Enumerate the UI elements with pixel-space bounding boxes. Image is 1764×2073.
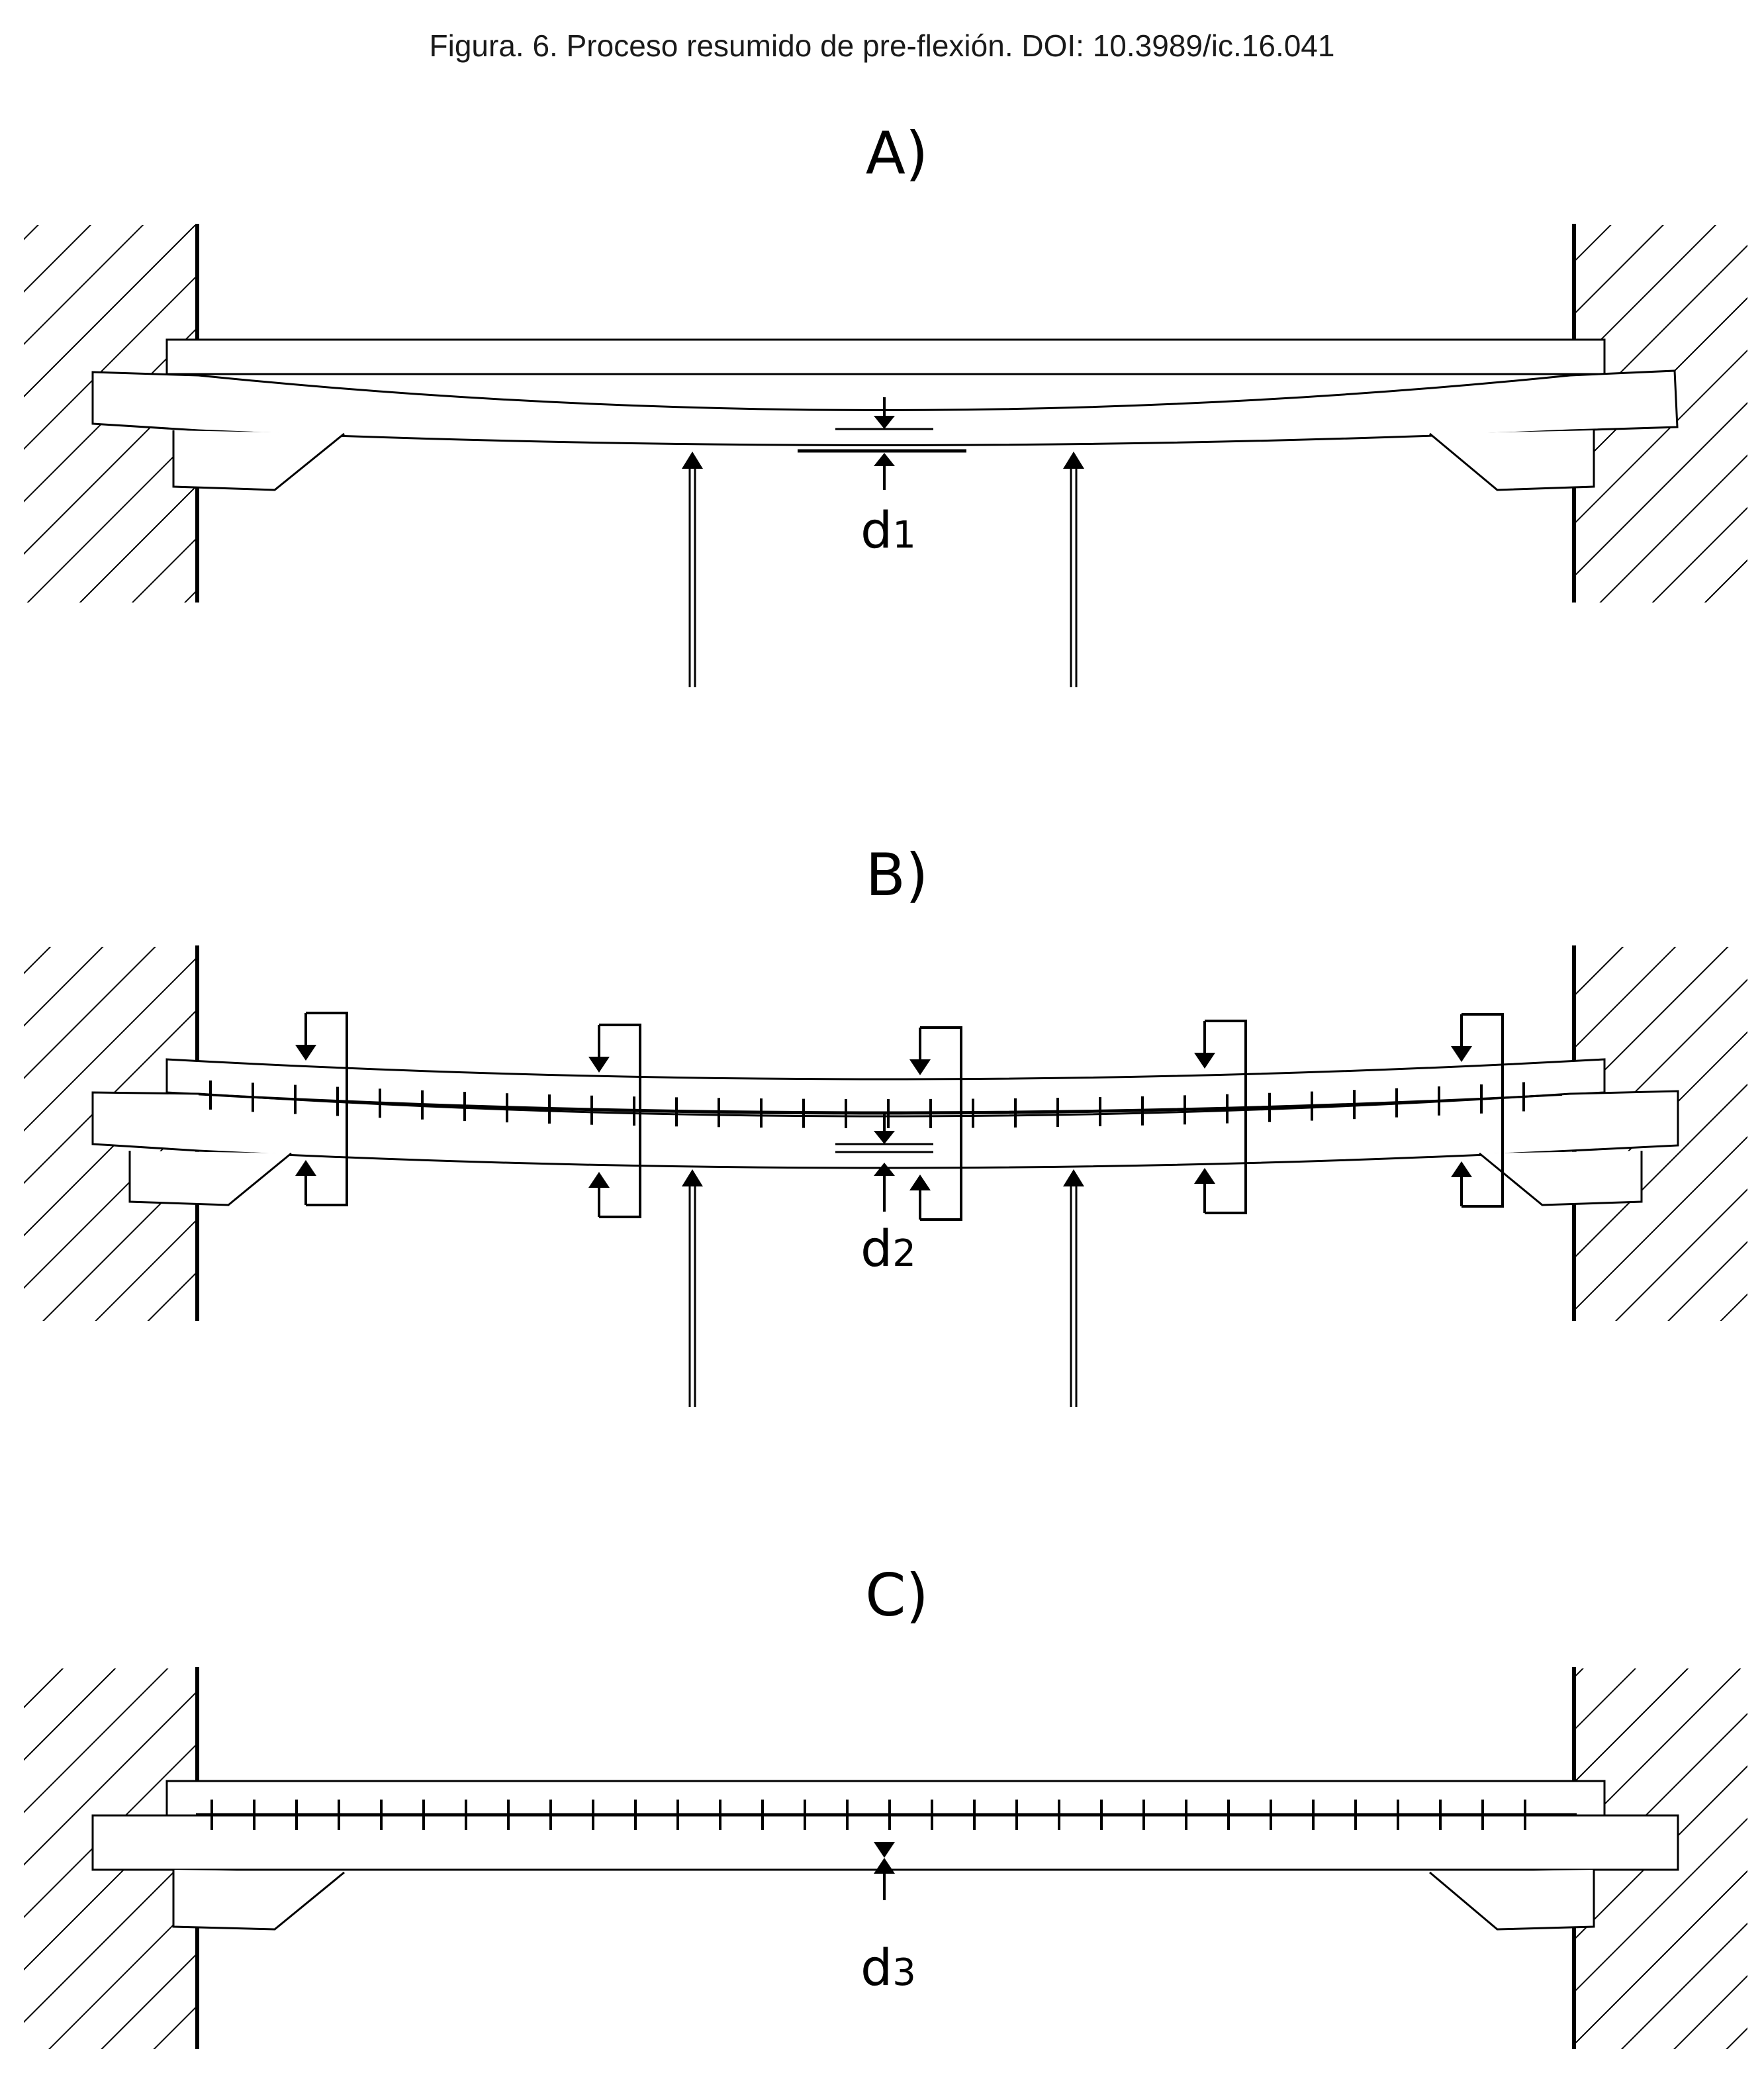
deflection-label-d2: d2 — [860, 1219, 916, 1278]
deflection-arrows-b — [874, 1112, 895, 1212]
right-bracket-b — [1479, 1151, 1643, 1206]
clamp — [588, 1024, 641, 1218]
steel-beam-a — [165, 338, 1606, 375]
deflection-label-d3: d3 — [860, 1938, 916, 1997]
clamp — [909, 1026, 962, 1221]
load-arrow-right-a — [1063, 452, 1084, 687]
left-bracket-b — [128, 1151, 292, 1206]
load-arrow-right-b — [1063, 1169, 1084, 1407]
connector-line-b — [198, 1093, 1563, 1115]
shear-connectors-c — [210, 1800, 1526, 1830]
panel-c-label: C) — [865, 1561, 929, 1629]
deflection-arrows-a — [874, 397, 895, 490]
clamp — [295, 1012, 348, 1206]
curved-beam-a — [91, 369, 1679, 446]
left-bracket-c — [172, 1870, 345, 1931]
panel-c: C) d3 — [24, 1561, 1747, 2049]
steel-beam-c — [165, 1780, 1606, 1817]
deflection-label-d1: d1 — [860, 501, 916, 559]
clamp — [1451, 1013, 1504, 1208]
shear-connectors-b — [198, 1080, 1563, 1128]
load-arrow-left-b — [682, 1169, 703, 1407]
load-arrow-left-a — [682, 452, 703, 687]
clamp — [1194, 1020, 1247, 1214]
right-bracket-a — [1429, 430, 1595, 491]
clamps-b — [295, 1012, 1504, 1221]
panel-b: B) d2 — [24, 841, 1747, 1407]
figure-caption: Figura. 6. Proceso resumido de pre-flexi… — [429, 28, 1335, 63]
panel-a: A) d1 — [24, 119, 1747, 687]
panel-a-label: A) — [866, 119, 929, 187]
right-bracket-c — [1429, 1870, 1595, 1931]
left-bracket-a — [172, 430, 345, 491]
deflection-arrows-c — [874, 1842, 895, 1900]
panel-b-label: B) — [866, 841, 929, 909]
